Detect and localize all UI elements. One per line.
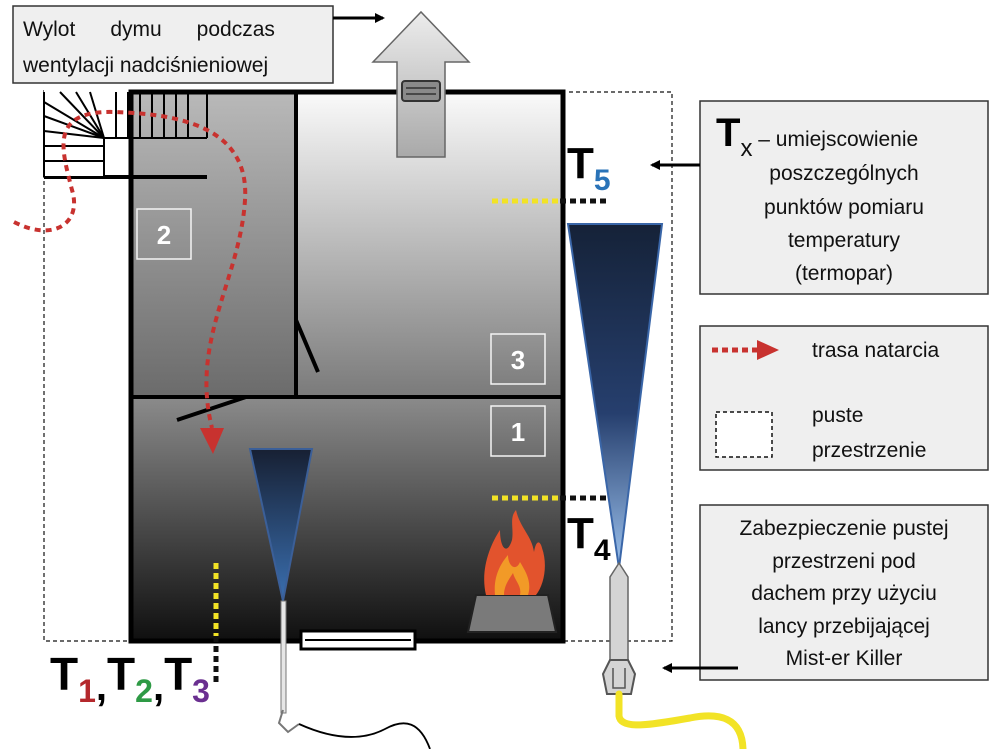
smoke-outlet-label: Wylot dymu podczas wentylacji nadciśnien… bbox=[12, 5, 334, 84]
room-2-fill bbox=[131, 92, 296, 397]
legend-lance-line5: Mist-er Killer bbox=[786, 647, 903, 670]
legend-lance-line4: lancy przebijającej bbox=[758, 615, 930, 638]
t4-label: T4 bbox=[567, 509, 611, 567]
room-1-marker: 1 bbox=[490, 405, 546, 457]
room-2-number: 2 bbox=[157, 220, 171, 250]
room-1-number: 1 bbox=[511, 417, 525, 447]
legend-lance: Zabezpieczenie pustej przestrzeni pod da… bbox=[699, 504, 989, 681]
smoke-outlet-label-line1: Wylot dymu podczas bbox=[23, 18, 275, 41]
legend-tx-line5: (termopar) bbox=[795, 262, 893, 285]
legend-tx-line3: punktów pomiaru bbox=[764, 196, 924, 219]
room-2-marker: 2 bbox=[136, 208, 192, 260]
hose-nozzle-spray bbox=[248, 448, 431, 749]
empty-space-outline bbox=[43, 90, 673, 642]
legend-empty-line2: przestrzenie bbox=[812, 439, 926, 462]
legend-lance-line1: Zabezpieczenie pustej bbox=[740, 517, 949, 540]
attack-route bbox=[13, 109, 248, 454]
smoke-outlet-arrow bbox=[371, 10, 471, 158]
legend-lance-line3: dachem przy użyciu bbox=[751, 582, 937, 605]
legend-tx-line1: Tx – umiejscowienie bbox=[716, 111, 918, 162]
legend-thermocouple: Tx – umiejscowienie poszczególnych punkt… bbox=[699, 100, 989, 295]
room-3-marker: 3 bbox=[490, 333, 546, 385]
lance-hose bbox=[615, 690, 747, 749]
legend-lance-line2: przestrzeni pod bbox=[772, 550, 916, 573]
legend-tx-line4: temperatury bbox=[788, 229, 901, 252]
fire-icon bbox=[466, 510, 558, 633]
piercing-lance bbox=[566, 223, 747, 749]
t1-t2-t3-label: T1,T2,T3 bbox=[50, 648, 210, 709]
t5-label: T5 bbox=[567, 139, 611, 197]
legend-routes: trasa natarcia puste przestrzenie bbox=[699, 325, 989, 471]
legend-empty-line1: puste bbox=[812, 404, 863, 427]
hose-cable bbox=[298, 722, 431, 749]
legend-attack-route-label: trasa natarcia bbox=[812, 339, 940, 362]
smoke-outlet-label-line2: wentylacji nadciśnieniowej bbox=[22, 54, 268, 77]
legend-tx-line2: poszczególnych bbox=[769, 162, 918, 185]
room-3-number: 3 bbox=[511, 345, 525, 375]
bottom-window bbox=[299, 629, 417, 651]
